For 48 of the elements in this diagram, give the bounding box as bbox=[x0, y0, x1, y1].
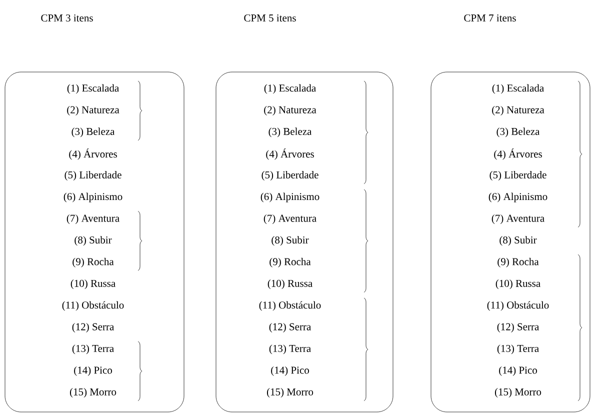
item-text: (2) Natureza bbox=[67, 106, 120, 116]
item-text: (11) Obstáculo bbox=[487, 301, 549, 311]
item-text: (2) Natureza bbox=[264, 106, 316, 116]
item-text: (13) Terra bbox=[497, 344, 539, 354]
item-text: (12) Serra bbox=[497, 322, 539, 332]
item-text: (9) Rocha bbox=[72, 258, 114, 268]
panel-heading: CPM 5 itens bbox=[244, 14, 296, 22]
item-text: (13) Terra bbox=[72, 344, 114, 354]
item-text: (6) Alpinismo bbox=[488, 192, 548, 202]
item-text: (6) Alpinismo bbox=[64, 192, 122, 202]
item-text: (10) Russa bbox=[496, 280, 540, 290]
item-text: (4) Árvores bbox=[494, 148, 542, 160]
item-text: (5) Liberdade bbox=[64, 171, 122, 181]
item-text: (3) Beleza bbox=[268, 128, 312, 138]
item-text: (8) Subir bbox=[272, 236, 309, 246]
item-text: (7) Aventura bbox=[264, 214, 316, 224]
item-text: (5) Liberdade bbox=[490, 171, 546, 181]
item-text: (1) Escalada bbox=[492, 84, 544, 94]
item-text: (4) Árvores bbox=[69, 148, 117, 160]
item-text: (12) Serra bbox=[72, 322, 114, 332]
item-text: (9) Rocha bbox=[270, 258, 311, 268]
item-text: (5) Liberdade bbox=[262, 171, 318, 181]
item-text: (9) Rocha bbox=[498, 258, 539, 268]
item-text: (6) Alpinismo bbox=[260, 192, 320, 202]
item-text: (10) Russa bbox=[268, 280, 312, 290]
item-text: (11) Obstáculo bbox=[259, 301, 321, 311]
item-text: (10) Russa bbox=[70, 280, 116, 290]
item-text: (3) Beleza bbox=[496, 128, 540, 138]
panel-heading: CPM 7 itens bbox=[464, 14, 516, 22]
item-text: (1) Escalada bbox=[264, 84, 316, 94]
item-text: (4) Árvores bbox=[266, 148, 314, 160]
item-text: (7) Aventura bbox=[492, 214, 544, 224]
item-text: (1) Escalada bbox=[67, 84, 119, 94]
item-text: (14) Pico bbox=[271, 366, 309, 376]
item-text: (12) Serra bbox=[269, 322, 311, 332]
item-text: (2) Natureza bbox=[492, 106, 544, 116]
item-text: (13) Terra bbox=[269, 344, 311, 354]
item-text: (14) Pico bbox=[74, 366, 112, 376]
item-text: (7) Aventura bbox=[66, 214, 120, 224]
item-text: (15) Morro bbox=[266, 388, 314, 398]
item-text: (15) Morro bbox=[494, 388, 542, 398]
panel-heading: CPM 3 itens bbox=[41, 14, 93, 22]
item-text: (14) Pico bbox=[499, 366, 537, 376]
item-text: (8) Subir bbox=[74, 236, 112, 246]
item-text: (11) Obstáculo bbox=[62, 301, 124, 311]
item-text: (8) Subir bbox=[500, 236, 537, 246]
item-text: (3) Beleza bbox=[72, 128, 115, 138]
item-text: (15) Morro bbox=[70, 388, 116, 398]
